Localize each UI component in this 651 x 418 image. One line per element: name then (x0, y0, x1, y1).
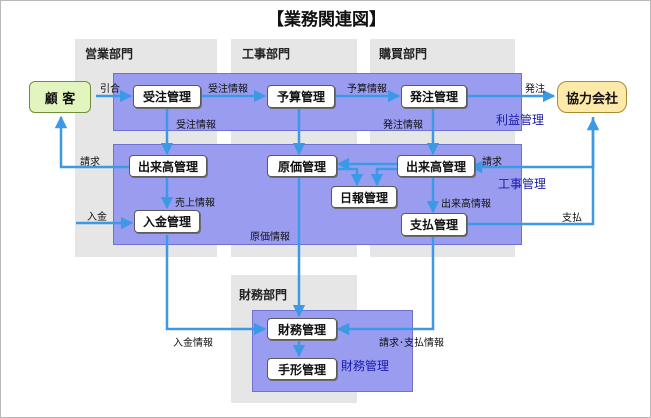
bill-mgmt-box[interactable]: 手形管理 (267, 358, 337, 380)
finance-management-label: 財務管理 (341, 359, 390, 373)
ordering-box[interactable]: 発注管理 (401, 85, 467, 108)
budget-info-label: 予算情報 (347, 84, 387, 95)
payout-arrow (468, 117, 600, 226)
order-receipt-box[interactable]: 受注管理 (133, 85, 201, 108)
partner-box[interactable]: 協力会社 (557, 81, 627, 113)
order-info-label-lower: 受注情報 (176, 120, 216, 131)
purchasing-department-label: 購買部門 (379, 47, 428, 61)
output-to-daily-arrow (370, 167, 397, 187)
customer-box[interactable]: 顧 客 (29, 81, 91, 113)
billing-payment-info-arrow (336, 236, 435, 336)
finance-mgmt-box[interactable]: 財務管理 (267, 318, 337, 340)
sales-info-label: 売上情報 (175, 198, 215, 209)
engineering-department-label: 工事部門 (242, 47, 291, 61)
inquiry-label: 引合 (100, 84, 120, 95)
output-info-label: 出来高情報 (441, 199, 491, 210)
billing-right-label: 請求 (482, 157, 502, 168)
finance-department-label: 財務部門 (239, 288, 288, 302)
purchase-output-box[interactable]: 出来高管理 (397, 155, 475, 177)
sales-output-box[interactable]: 出来高管理 (129, 155, 207, 177)
billing-payment-info-label: 請求･支払情報 (379, 338, 444, 349)
deposit-info-label: 入金情報 (173, 338, 213, 349)
payout-label: 支払 (562, 213, 582, 224)
cost-info-label: 原価情報 (250, 232, 290, 243)
deposit-label: 入金 (87, 212, 107, 223)
budget-box[interactable]: 予算管理 (267, 85, 335, 108)
order-info-label-top: 受注情報 (208, 84, 248, 95)
ordering-info-label: 発注情報 (383, 120, 423, 131)
daily-report-box[interactable]: 日報管理 (331, 186, 397, 208)
profit-management-label: 利益管理 (496, 113, 545, 127)
diagram-title: 【業務関連図】 (267, 10, 386, 30)
payment-box[interactable]: 支払管理 (401, 213, 467, 236)
sales-department-label: 営業部門 (85, 47, 134, 61)
payment-receipt-box[interactable]: 入金管理 (134, 210, 200, 233)
deposit-info-arrow (165, 235, 267, 336)
place-order-label: 発注 (525, 84, 545, 95)
cost-box[interactable]: 原価管理 (267, 155, 337, 177)
cost-to-daily-arrow (338, 167, 364, 187)
billing-left-label: 請求 (80, 157, 100, 168)
construction-management-label: 工事管理 (498, 177, 547, 191)
billing-to-customer-arrow (54, 115, 129, 169)
